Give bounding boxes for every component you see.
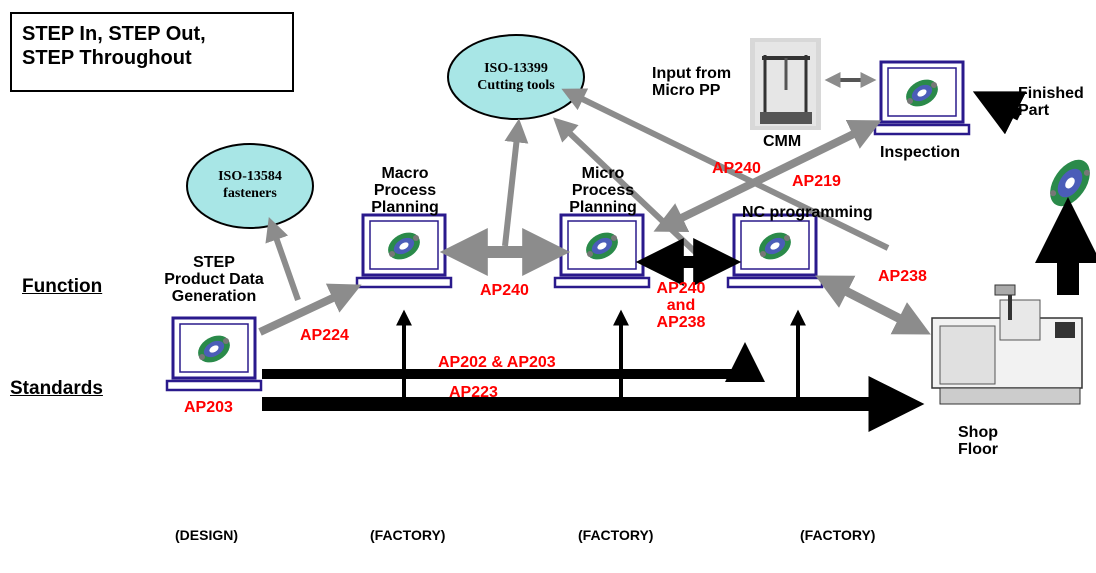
nc-laptop-icon xyxy=(726,213,824,289)
ap219-label: AP219 xyxy=(792,173,841,190)
standards-row-label: Standards xyxy=(10,378,103,399)
ap240-and-line1: AP240 xyxy=(656,280,706,297)
inspection-label: Inspection xyxy=(880,144,961,161)
finished-part-label: Finished Part xyxy=(1018,85,1084,119)
step-label-line2: Product Data xyxy=(164,271,264,288)
finished-label-line1: Finished xyxy=(1018,85,1084,102)
arrow-step-to-macro xyxy=(258,283,362,336)
title-line-1: STEP In, STEP Out, xyxy=(22,23,206,45)
finished-label-line2: Part xyxy=(1018,102,1050,119)
ap223-label: AP223 xyxy=(449,384,498,401)
arrow-finished-part xyxy=(972,91,1027,135)
ap240-macro-micro-label: AP240 xyxy=(480,282,529,299)
nc-programming-label: NC programming xyxy=(742,204,873,221)
shop-floor-label: Shop Floor xyxy=(958,424,998,458)
macro-label-line3: Planning xyxy=(371,199,439,216)
iso13584-label: ISO-13584 fasteners xyxy=(192,168,308,202)
ap202-ap203-label: AP202 & AP203 xyxy=(438,354,556,371)
micro-label-line1: Micro xyxy=(581,165,625,182)
step-product-data-label: STEP Product Data Generation xyxy=(148,254,280,305)
step-label-line1: STEP xyxy=(193,254,235,271)
ap240-and-line3: AP238 xyxy=(656,314,706,331)
step-label-line3: Generation xyxy=(171,288,257,305)
ap240-inspection-label: AP240 xyxy=(712,160,761,177)
cmm-label: CMM xyxy=(763,133,802,150)
iso13584-ellipse xyxy=(186,143,314,229)
iso13399-code: ISO-13399 xyxy=(484,61,548,76)
iso13584-code: ISO-13584 xyxy=(218,169,282,184)
macro-process-label: Macro Process Planning xyxy=(350,165,460,216)
footer-design: (DESIGN) xyxy=(175,527,238,543)
ap224-label: AP224 xyxy=(300,327,349,344)
ap203-label: AP203 xyxy=(184,399,233,416)
cmm-machine-icon xyxy=(750,38,821,130)
input-from-micro-pp-label: Input from Micro PP xyxy=(652,65,731,99)
macro-label-line2: Process xyxy=(373,182,437,199)
iso13399-label: ISO-13399 Cutting tools xyxy=(454,60,578,94)
ap240-and-ap238-label: AP240 and AP238 xyxy=(655,280,707,331)
input-label-line1: Input from xyxy=(652,65,732,82)
shop-label-line2: Floor xyxy=(958,441,998,458)
shop-label-line1: Shop xyxy=(958,424,998,441)
input-label-line2: Micro PP xyxy=(652,82,721,99)
footer-factory-1: (FACTORY) xyxy=(370,527,446,543)
micro-label-line2: Process xyxy=(571,182,635,199)
macro-laptop-icon xyxy=(355,213,453,289)
diagram-title-box: STEP In, STEP Out, STEP Throughout xyxy=(10,12,294,92)
footer-factory-2: (FACTORY) xyxy=(578,527,654,543)
ap238-label: AP238 xyxy=(878,268,927,285)
micro-label-line3: Planning xyxy=(569,199,637,216)
arrow-step-to-fasteners xyxy=(265,216,301,301)
arrow-micro-inspection xyxy=(653,120,882,232)
iso13399-name: Cutting tools xyxy=(477,78,555,93)
finished-part-icon xyxy=(1050,159,1090,207)
micro-laptop-icon xyxy=(553,213,651,289)
arrow-to-cutting-tools xyxy=(502,118,529,247)
shop-floor-machine-icon xyxy=(931,284,1083,405)
footer-factory-3: (FACTORY) xyxy=(800,527,876,543)
iso13584-name: fasteners xyxy=(223,186,277,201)
arrow-nc-shop xyxy=(815,275,931,335)
ap240-and-line2: and xyxy=(666,297,696,314)
micro-process-label: Micro Process Planning xyxy=(548,165,658,216)
inspection-laptop-icon xyxy=(873,60,971,136)
arrow-ap202-ap203 xyxy=(262,342,765,382)
title-line-2: STEP Throughout xyxy=(22,47,192,69)
function-row-label: Function xyxy=(22,276,103,297)
step-laptop-icon xyxy=(165,316,263,392)
macro-label-line1: Macro xyxy=(381,165,429,182)
